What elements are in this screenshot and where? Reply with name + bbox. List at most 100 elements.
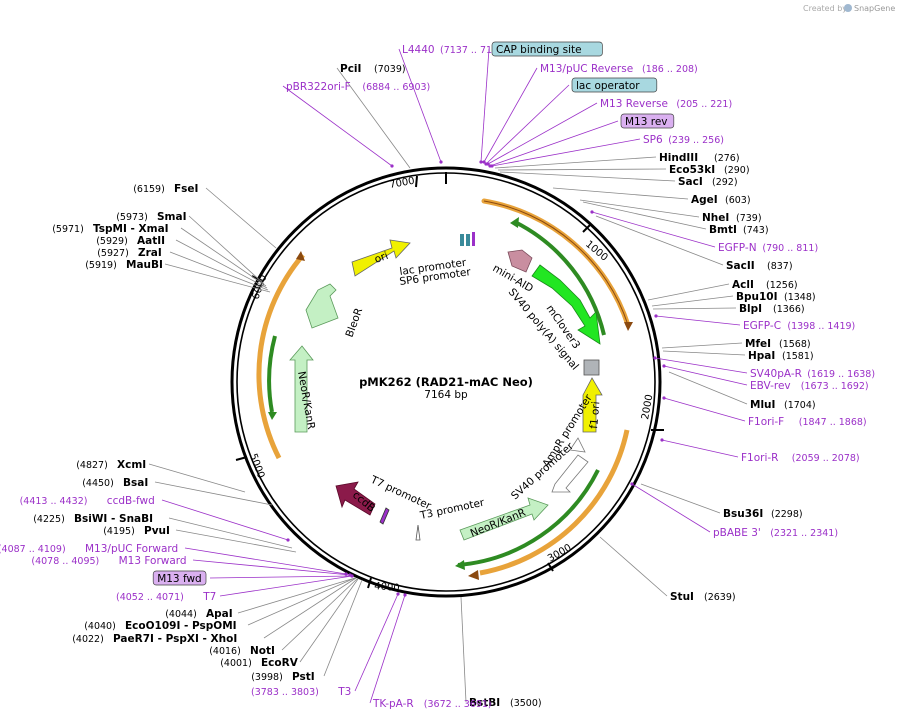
- label-coords: (1673 .. 1692): [801, 381, 869, 392]
- leader-line: [205, 187, 277, 249]
- label-coords: (1256): [766, 280, 798, 291]
- leader-line: [219, 575, 353, 597]
- label-coords: (3672 .. 3691): [424, 699, 492, 710]
- site-label: (2059 .. 2078)F1ori-R: [741, 452, 860, 464]
- site-label: (1348)Bpu10I: [736, 291, 816, 303]
- label-name: HpaI: [748, 350, 775, 362]
- leader-line: [282, 85, 393, 167]
- label-coords: (4225): [33, 514, 65, 525]
- leader-line: [655, 315, 741, 326]
- label-coords: (5919): [85, 260, 117, 271]
- site-label: lac operator: [571, 77, 658, 93]
- primer-site-marker: [482, 160, 486, 164]
- label-coords: (290): [724, 165, 750, 176]
- label-name: SV40pA-R: [750, 368, 802, 380]
- sv40-polya-box: [583, 359, 600, 376]
- leader-line: [489, 120, 619, 167]
- leader-line: [654, 357, 748, 374]
- leader-line: [485, 84, 570, 165]
- leader-line: [281, 577, 359, 651]
- label-name: StuI: [670, 591, 694, 603]
- label-coords: (1704): [784, 400, 816, 411]
- site-label: (7137 .. 7154)L4440: [402, 44, 508, 56]
- label-name: MfeI: [745, 338, 771, 350]
- site-label: (3672 .. 3691)TK-pA-R: [372, 698, 492, 710]
- feature-label-neor-kanr-right: NeoR/KanR: [469, 507, 528, 540]
- label-coords: (4827): [76, 460, 108, 471]
- tick-1000: [582, 224, 591, 233]
- arc-green-mclover: [514, 220, 606, 336]
- leader-line: [161, 499, 289, 541]
- label-coords: (3783 .. 3803): [251, 687, 319, 698]
- label-name: NotI: [250, 645, 275, 657]
- label-coords: (4016): [209, 646, 241, 657]
- label-name: AclI: [732, 279, 754, 291]
- leader-line: [663, 365, 748, 386]
- primer-site-marker: [479, 160, 483, 164]
- label-coords: (5927): [97, 248, 129, 259]
- label-name: EBV-rev: [750, 380, 791, 392]
- label-coords: (1366): [773, 304, 805, 315]
- primer-site-marker: [653, 356, 657, 360]
- site-label: (6159)FseI: [133, 183, 198, 195]
- feature-label-ori: ori: [373, 250, 390, 266]
- leader-line: [651, 295, 734, 307]
- label-coords: (5929): [96, 236, 128, 247]
- feature-label-f1-ori: f1 ori: [588, 401, 602, 429]
- leader-line: [168, 517, 293, 549]
- leader-line: [154, 481, 273, 506]
- leader-line: [164, 263, 271, 293]
- label-coords: (4078 .. 4095): [31, 556, 99, 567]
- site-label: (1568)MfeI: [745, 338, 811, 350]
- ruler-label-1000: 1000: [583, 239, 610, 264]
- site-label: (3783 .. 3803) T3: [251, 686, 351, 698]
- site-label: (6884 .. 6903)pBR322ori-F: [286, 81, 430, 93]
- inner-feature-arrows: [289, 232, 603, 541]
- label-box: [620, 113, 675, 129]
- label-coords: (205 .. 221): [676, 99, 732, 110]
- label-name: F1ori-R: [741, 452, 778, 464]
- site-label: (4022)PaeR7I - PspXI - XhoI: [72, 633, 237, 645]
- leader-line: [336, 67, 411, 169]
- leader-line: [175, 529, 297, 553]
- leader-line: [323, 579, 363, 677]
- arc-orange-top-right-head: [624, 322, 633, 331]
- site-label: (7039)PciI: [340, 63, 406, 75]
- leader-line: [591, 211, 716, 248]
- site-label: (292)SacI: [678, 176, 738, 188]
- label-name: L4440: [402, 44, 435, 56]
- site-label: (3998)PstI: [251, 671, 314, 683]
- sp6-marker: [472, 232, 475, 246]
- label-coords: (3500): [510, 698, 542, 709]
- label-coords: (4052 .. 4071): [116, 592, 184, 603]
- arc-orange-top-right-line: [483, 200, 629, 326]
- site-label: (1398 .. 1419)EGFP-C: [743, 320, 855, 332]
- label-name: M13 rev: [625, 116, 668, 128]
- primer-site-marker: [286, 538, 290, 542]
- bleor-arrow: [305, 283, 339, 329]
- label-name: PaeR7I - PspXI - XhoI: [113, 633, 237, 645]
- ccdb-arrow: [335, 481, 376, 516]
- label-name: BmtI: [709, 224, 737, 236]
- label-name: AgeI: [691, 194, 718, 206]
- site-label: (2639)StuI: [670, 591, 736, 603]
- label-box: [571, 77, 658, 93]
- label-name: F1ori-F: [748, 416, 784, 428]
- label-coords: (1847 .. 1868): [799, 417, 867, 428]
- label-coords: (4450): [82, 478, 114, 489]
- f1-ori-arrow: [582, 377, 603, 433]
- label-name: T3: [337, 686, 351, 698]
- label-name: BsaI: [123, 477, 148, 489]
- leader-line: [668, 371, 748, 405]
- label-name: CAP binding site: [496, 44, 582, 56]
- neor-kanr-left-arrow: [289, 345, 314, 433]
- label-name: AatII: [137, 235, 165, 247]
- label-coords: (4413 .. 4432): [20, 496, 88, 507]
- label-name: BlpI: [739, 303, 762, 315]
- site-label: (3500)BstBI: [469, 697, 542, 709]
- site-label: (5971)TspMI - XmaI: [52, 223, 168, 235]
- label-name: EGFP-C: [743, 320, 781, 332]
- primer-site-marker: [662, 364, 666, 368]
- leader-line: [652, 307, 737, 310]
